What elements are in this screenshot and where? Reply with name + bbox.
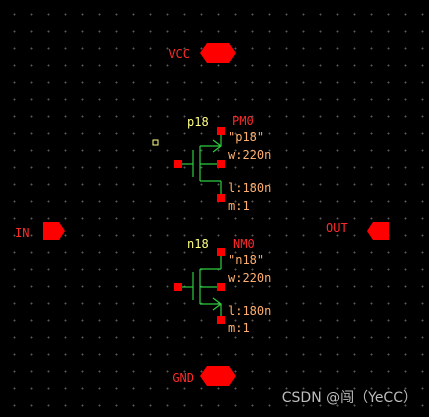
pmos-arrow [212, 139, 222, 153]
pmos-terminals [174, 127, 225, 202]
in-label: IN [15, 226, 29, 240]
pmos-gate-terminal[interactable] [174, 160, 182, 168]
pmos-width-param: w:220n [228, 148, 271, 162]
vcc-pin-shape[interactable] [200, 43, 236, 63]
gnd-pin-shape[interactable] [200, 366, 236, 386]
pmos-transistor[interactable] [178, 131, 222, 198]
pmos-source-terminal[interactable] [217, 194, 225, 202]
out-pin[interactable]: OUT [326, 221, 389, 240]
in-pin[interactable]: IN [15, 222, 65, 240]
pmos-model-param: "p18" [228, 130, 264, 144]
pmos-model: p18 [187, 115, 209, 129]
out-pin-shape[interactable] [367, 222, 389, 240]
nmos-bulk-terminal[interactable] [217, 283, 225, 291]
pmos-mult-param: m:1 [228, 199, 250, 213]
vcc-pin[interactable]: VCC [168, 43, 236, 63]
vcc-label: VCC [168, 47, 190, 61]
nmos-drain-terminal[interactable] [217, 248, 225, 256]
watermark: CSDN @闯（YeCC） [281, 390, 417, 406]
nmos-gate-terminal[interactable] [174, 283, 182, 291]
pmos-drain-terminal[interactable] [217, 127, 225, 135]
nmos-arrow [212, 297, 222, 311]
nmos-model-param: "n18" [228, 253, 264, 267]
instance-origin-marker [152, 139, 159, 146]
nmos-transistor[interactable] [178, 252, 222, 320]
nmos-instance-name: NM0 [233, 237, 255, 251]
nmos-model: n18 [187, 237, 209, 251]
nmos-mult-param: m:1 [228, 321, 250, 335]
gnd-label: GND [172, 371, 194, 385]
gnd-pin[interactable]: GND [172, 366, 236, 386]
pmos-length-param: l:180n [228, 181, 271, 195]
pmos-bulk-terminal[interactable] [217, 160, 225, 168]
pmos-instance-name: PM0 [232, 114, 254, 128]
out-label: OUT [326, 221, 348, 235]
nmos-width-param: w:220n [228, 271, 271, 285]
nmos-length-param: l:180n [228, 304, 271, 318]
nmos-terminals [174, 248, 225, 324]
nmos-source-terminal[interactable] [217, 316, 225, 324]
in-pin-shape[interactable] [43, 222, 65, 240]
